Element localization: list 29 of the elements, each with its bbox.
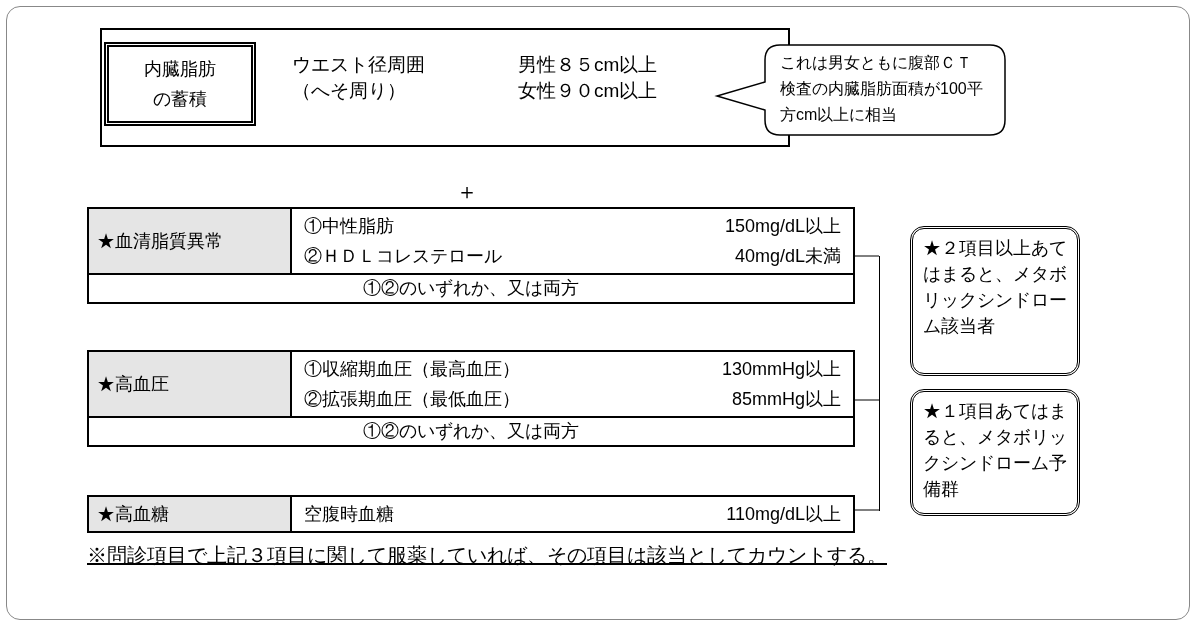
double-bordered-box: 内臓脂肪の蓄積 [104, 42, 256, 126]
threshold-value: 85mmHg以上 [731, 388, 841, 411]
criteria-table [87, 207, 855, 304]
criterion-text: ①収縮期血圧（最高血圧） [304, 358, 520, 381]
criterion-text: ①中性脂肪 [304, 215, 394, 238]
waist-threshold: 男性８５cm以上女性９０cm以上 [518, 53, 658, 103]
threshold-value: 150mg/dL以上 [724, 215, 841, 238]
speech-text: これは男女ともに腹部ＣＴ検査の内臓脂肪面積が100平方cm以上に相当 [780, 50, 986, 128]
threshold-value: 40mg/dL未満 [734, 245, 841, 268]
threshold-value: 110mg/dL以上 [726, 503, 841, 526]
category-cell: ★高血糖 [89, 497, 292, 531]
condition-text-row: ①②のいずれか、又は両方 [89, 416, 853, 445]
category-cell: ★高血圧 [89, 352, 292, 416]
result-box: ★２項目以上あてはまると、メタボリックシンドローム該当者 [910, 226, 1080, 376]
waist-label: ウエスト径周囲（へそ周り） [292, 53, 426, 103]
criteria-table [87, 495, 855, 533]
connector-line [854, 509, 880, 511]
criteria-table [87, 350, 855, 447]
criterion-text: ②ＨＤＬコレステロール [304, 245, 502, 268]
condition-text-row: ①②のいずれか、又は両方 [89, 273, 853, 302]
category-cell: ★血清脂質異常 [89, 209, 292, 273]
criterion-text: ②拡張期血圧（最低血圧） [304, 388, 520, 411]
connector-line [854, 255, 880, 257]
footnote: ※問診項目で上記３項目に関して服薬していれば、その項目は該当としてカウントする。 [87, 543, 887, 568]
threshold-value: 130mmHg以上 [721, 358, 841, 381]
result-box: ★１項目あてはまると、メタボリックシンドローム予備群 [910, 389, 1080, 516]
plus-sign: ＋ [456, 180, 478, 204]
connector-line [854, 399, 880, 401]
criterion-text: 空腹時血糖 [304, 503, 394, 526]
